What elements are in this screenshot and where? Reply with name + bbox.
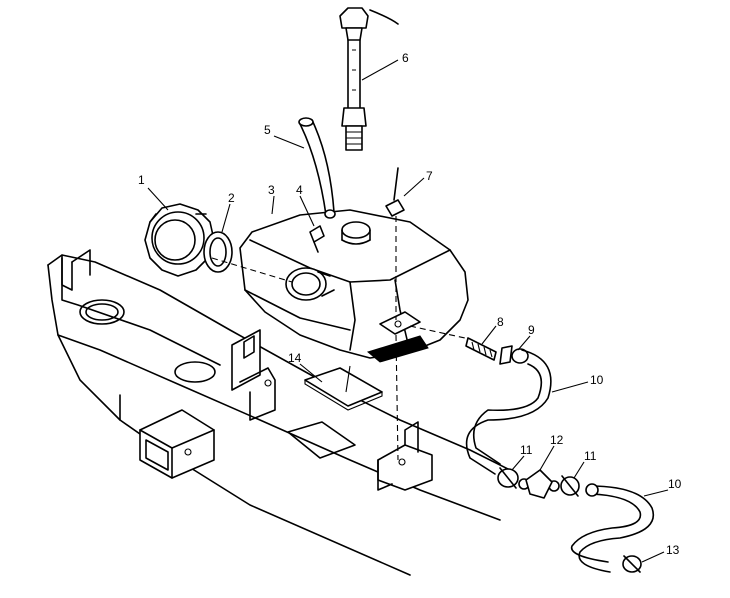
part-13-clamp bbox=[622, 555, 642, 573]
callout-14: 14 bbox=[288, 351, 302, 365]
part-10-hose-b bbox=[570, 483, 655, 573]
part-2-gasket bbox=[203, 231, 233, 273]
part-10-hose-a bbox=[465, 349, 552, 475]
callout-11-right: 11 bbox=[584, 449, 597, 463]
callout-13: 13 bbox=[666, 543, 680, 557]
callout-3: 3 bbox=[268, 183, 275, 197]
callout-7: 7 bbox=[426, 169, 433, 183]
part-4-fitting bbox=[309, 225, 325, 253]
part-8-fitting bbox=[465, 337, 497, 361]
part-11-clamp-b bbox=[548, 475, 580, 497]
leader-lines bbox=[147, 59, 669, 563]
part-1-cap bbox=[144, 203, 215, 277]
callout-6: 6 bbox=[402, 51, 409, 65]
callout-12: 12 bbox=[550, 433, 564, 447]
part-3-oil-tank bbox=[239, 209, 469, 363]
callout-4: 4 bbox=[296, 183, 303, 197]
part-12-filter bbox=[525, 469, 553, 499]
callout-labels: 1 2 3 4 5 6 7 8 9 10 11 12 11 10 13 14 bbox=[138, 51, 682, 557]
assembly-center-lines bbox=[211, 216, 466, 461]
callout-10-lower: 10 bbox=[668, 477, 682, 491]
callout-11-left: 11 bbox=[520, 443, 533, 457]
part-11-clamp-a bbox=[497, 467, 530, 490]
part-14-pad bbox=[304, 367, 383, 411]
callout-2: 2 bbox=[228, 191, 235, 205]
callout-1: 1 bbox=[138, 173, 145, 187]
callout-10-upper: 10 bbox=[590, 373, 604, 387]
part-5-vent-hose bbox=[298, 117, 336, 219]
callout-9: 9 bbox=[528, 323, 535, 337]
part-9-clamp bbox=[499, 345, 529, 365]
part-7-pin bbox=[385, 167, 405, 217]
callout-5: 5 bbox=[264, 123, 271, 137]
part-6-dipstick bbox=[339, 7, 399, 151]
callout-8: 8 bbox=[497, 315, 504, 329]
chassis-frame bbox=[47, 249, 511, 576]
